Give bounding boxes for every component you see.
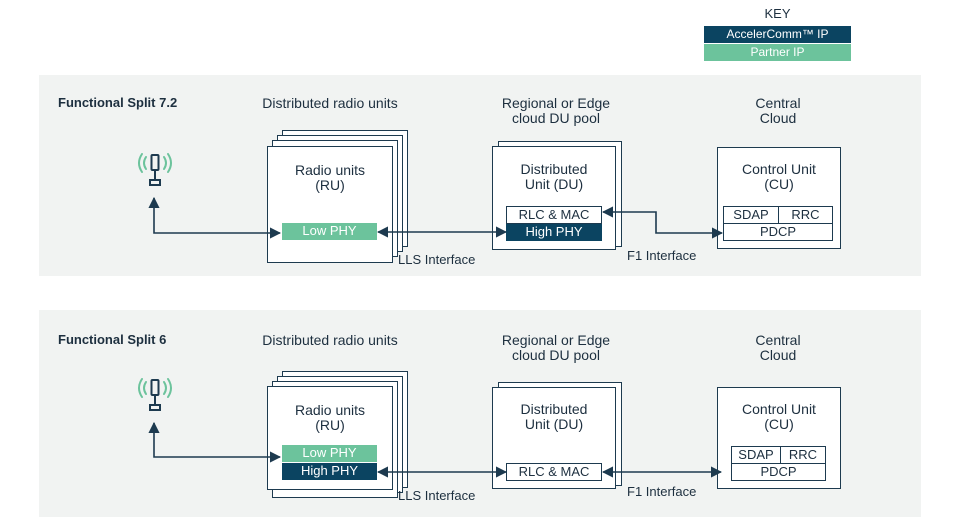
split-72-cu-pdcp: PDCP [723,223,833,241]
split-72-ru-box: Radio units (RU) [267,146,393,263]
split-72-antenna-link [148,196,282,239]
split-6-ru-label: Radio units (RU) [294,402,366,433]
split-72-lls-interface-label: LLS Interface [398,252,476,267]
split-72-du-column-title: Regional or Edge cloud DU pool [501,95,611,126]
split-72-title: Functional Split 7.2 [58,95,178,110]
split-6-ru-low-phy: Low PHY [282,445,377,462]
split-6-cu-column-title: Central Cloud [755,332,801,363]
split-6-ru-high-phy: High PHY [282,463,377,480]
split-72-ru-column-title: Distributed radio units [262,95,398,111]
split-6-f1-interface-label: F1 Interface [627,484,697,499]
key-accelercomm-ip: AccelerComm™ IP [704,26,851,43]
key-partner-ip: Partner IP [704,44,851,61]
split-6-cu-pdcp: PDCP [731,463,826,481]
antenna-icon [138,378,172,411]
split-72-du-rlc-mac: RLC & MAC [506,206,602,224]
split-6-title: Functional Split 6 [58,332,167,347]
split-72-ru-low-phy: Low PHY [282,223,377,240]
split-72-cu-sdap: SDAP [723,206,779,224]
antenna-icon [138,153,172,186]
key-title: KEY [764,6,791,21]
split-72-cu-label: Control Unit (CU) [742,161,816,192]
split-6-cu-label: Control Unit (CU) [742,401,816,432]
split-72-cu-rrc: RRC [778,206,833,224]
split-6-du-column-title: Regional or Edge cloud DU pool [501,332,611,363]
split-72-f1-link [601,206,724,239]
split-6-ru-column-title: Distributed radio units [262,332,398,348]
split-72-du-label: Distributed Unit (DU) [520,161,588,192]
split-6-lls-interface-label: LLS Interface [398,488,476,503]
split-72-du-high-phy: High PHY [506,224,602,241]
split-72-cu-column-title: Central Cloud [755,95,801,126]
split-72-f1-interface-label: F1 Interface [627,248,697,263]
split-6-du-rlc-mac: RLC & MAC [506,463,602,481]
split-6-du-label: Distributed Unit (DU) [520,401,588,432]
split-72-ru-label: Radio units (RU) [294,162,366,193]
split-6-antenna-link [148,421,282,463]
